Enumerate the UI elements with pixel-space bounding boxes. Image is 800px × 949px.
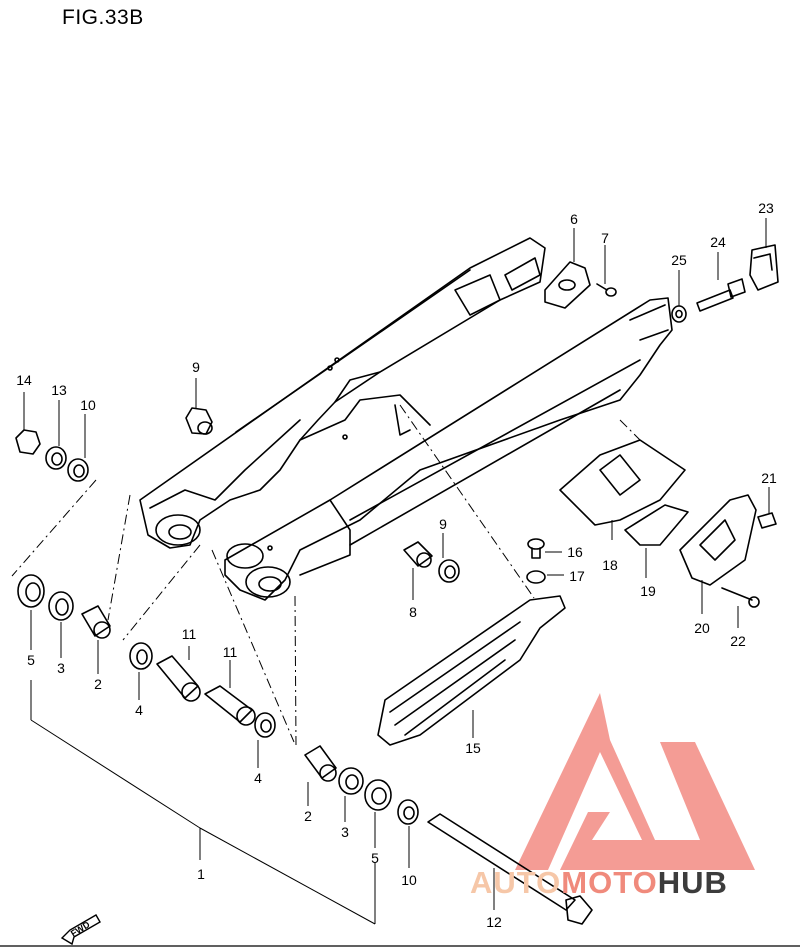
callout-3-left: 3: [57, 660, 65, 676]
callout-16: 16: [567, 544, 583, 560]
callout-19: 19: [640, 583, 656, 599]
part-6-bracket: [544, 261, 591, 309]
callout-23: 23: [758, 200, 774, 216]
callout-18: 18: [602, 557, 618, 573]
callout-10-upper: 10: [80, 397, 96, 413]
callout-25: 25: [671, 252, 687, 268]
callout-3-right: 3: [341, 824, 349, 840]
callout-22: 22: [730, 633, 746, 649]
callout-8: 8: [409, 604, 417, 620]
part-3-bearing-right: [338, 767, 364, 795]
part-7-screw: [596, 283, 617, 297]
watermark-part-moto: MOTO: [561, 865, 658, 900]
callout-11-left: 11: [181, 626, 197, 642]
callout-21: 21: [761, 470, 777, 486]
part-9-nut-upper: [185, 407, 213, 435]
part-9-nut-mid: [438, 559, 460, 583]
watermark-logo-icon: [515, 693, 755, 870]
part-10-washer-lower: [397, 799, 419, 825]
part-5-seal-right: [364, 779, 392, 811]
part-18-chain-guide: [559, 439, 686, 526]
callout-10-lower: 10: [401, 872, 417, 888]
callout-1: 1: [197, 866, 205, 882]
callout-4-left: 4: [135, 702, 143, 718]
part-10-washer-upper: [67, 458, 89, 482]
part-8-collar: [403, 541, 433, 568]
callout-2-right: 2: [304, 808, 312, 824]
callout-5-left: 5: [27, 652, 35, 668]
callout-6: 6: [570, 211, 578, 227]
part-3-bearing-left: [48, 591, 74, 621]
part-25-nut: [671, 305, 687, 323]
leader-lines: [23, 218, 770, 925]
callout-5-right: 5: [371, 850, 379, 866]
part-4-spacer-right: [254, 712, 276, 738]
callout-9-upper: 9: [192, 359, 200, 375]
callout-12: 12: [486, 914, 502, 930]
part-2-sleeve-right: [304, 745, 337, 782]
part-13-washer: [45, 446, 67, 470]
part-11-collar-left: [156, 655, 201, 702]
callout-2-left: 2: [94, 676, 102, 692]
part-17-washer: [526, 570, 546, 584]
part-22-bolt: [721, 587, 760, 608]
part-12-pivot-shaft: [427, 813, 593, 925]
callout-7: 7: [601, 230, 609, 246]
callout-15: 15: [465, 740, 481, 756]
part-15-chain-buffer: [377, 595, 566, 746]
swingarm-body: [139, 237, 673, 601]
watermark-part-hub: HUB: [657, 865, 728, 900]
callout-24: 24: [710, 234, 726, 250]
part-16-screw: [527, 538, 545, 559]
part-4-spacer-left: [129, 642, 153, 670]
callout-17: 17: [569, 568, 585, 584]
figure-title: FIG.33B: [62, 6, 144, 29]
part-5-seal-left: [17, 574, 45, 608]
part-19-plate: [624, 504, 689, 546]
part-2-sleeve-left: [81, 605, 111, 639]
part-23-clip: [749, 244, 779, 291]
callout-13: 13: [51, 382, 67, 398]
part-14-nut: [15, 429, 41, 455]
part-21-bolt: [757, 512, 777, 529]
callout-9-mid: 9: [439, 516, 447, 532]
callout-11-right: 11: [222, 644, 238, 660]
fwd-arrow-icon: [60, 914, 101, 946]
watermark-part-auto: AUTO: [470, 865, 562, 900]
alignment-lines: [11, 404, 641, 746]
callout-20: 20: [694, 620, 710, 636]
callout-4-right: 4: [254, 770, 262, 786]
part-20-guide-cover: [679, 494, 757, 586]
part-24-bolt: [696, 278, 746, 312]
watermark-text: AUTOMOTOHUB: [470, 865, 728, 901]
callout-14: 14: [16, 372, 32, 388]
part-11-collar-right: [204, 685, 256, 726]
